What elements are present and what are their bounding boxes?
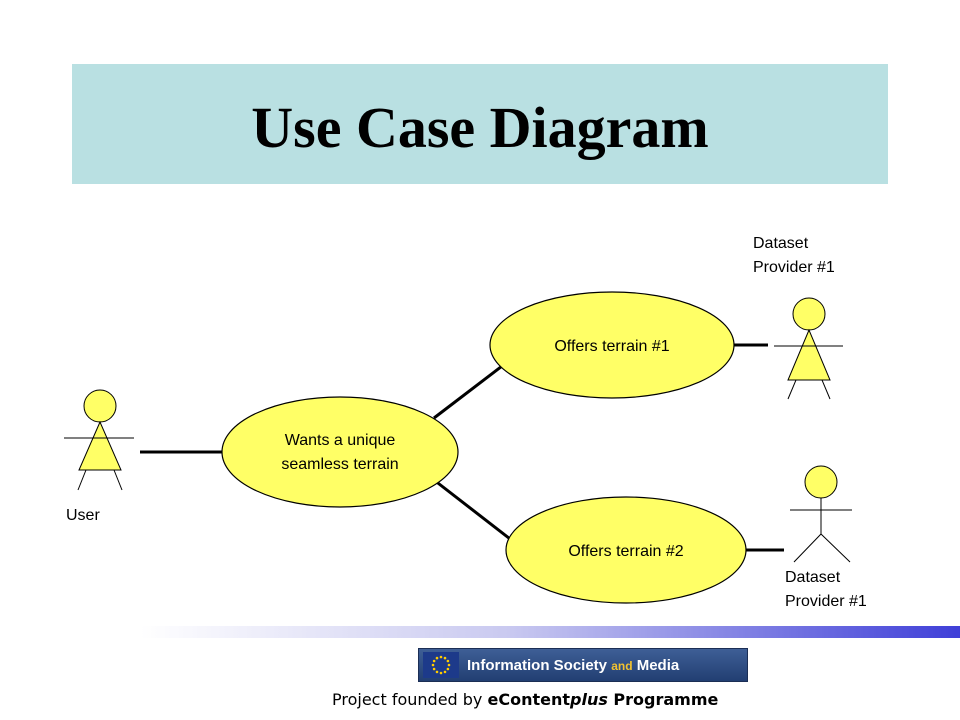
usecase-wants-unique-terrain: Wants a unique seamless terrain [221, 396, 459, 508]
logo-text-end: Media [636, 657, 680, 674]
usecase-offers1-label: Offers terrain #1 [554, 338, 669, 355]
credit-brand: eContent [487, 690, 570, 709]
usecase-offers2-label: Offers terrain #2 [568, 543, 683, 560]
title-band: Use Case Diagram [72, 64, 888, 184]
usecase-wants-line-1: Wants a unique [285, 432, 396, 449]
actor-provider-bottom-icon [790, 465, 852, 563]
information-society-media-logo: Information Society and Media [418, 648, 748, 682]
actor-provider-bottom-label: Dataset Provider #1 [785, 569, 867, 610]
logo-text-and: and [611, 659, 633, 673]
actor-provider-top-icon [774, 297, 843, 400]
actor-user-icon [64, 389, 134, 491]
usecase-offers-terrain-2: Offers terrain #2 [505, 496, 747, 604]
usecase-wants-line-2: seamless terrain [281, 456, 398, 473]
eu-flag-icon [423, 652, 459, 678]
actor-user-label: User [66, 507, 100, 524]
credit-plus: plus [570, 690, 608, 709]
logo-text: Information Society and Media [467, 649, 679, 683]
credit-prefix: Project founded by [332, 690, 488, 709]
project-credit: Project founded by eContentplus Programm… [332, 690, 718, 709]
usecase-offers-terrain-1: Offers terrain #1 [489, 291, 735, 399]
association-wants-offers1 [433, 358, 511, 420]
credit-suffix: Programme [607, 690, 719, 709]
footer-gradient-bar [140, 626, 960, 638]
logo-text-main: Information Society [467, 657, 608, 674]
slide-title: Use Case Diagram [251, 95, 709, 160]
association-wants-offers2 [433, 478, 515, 544]
actor-provider-top-label: Dataset Provider #1 [753, 235, 835, 276]
